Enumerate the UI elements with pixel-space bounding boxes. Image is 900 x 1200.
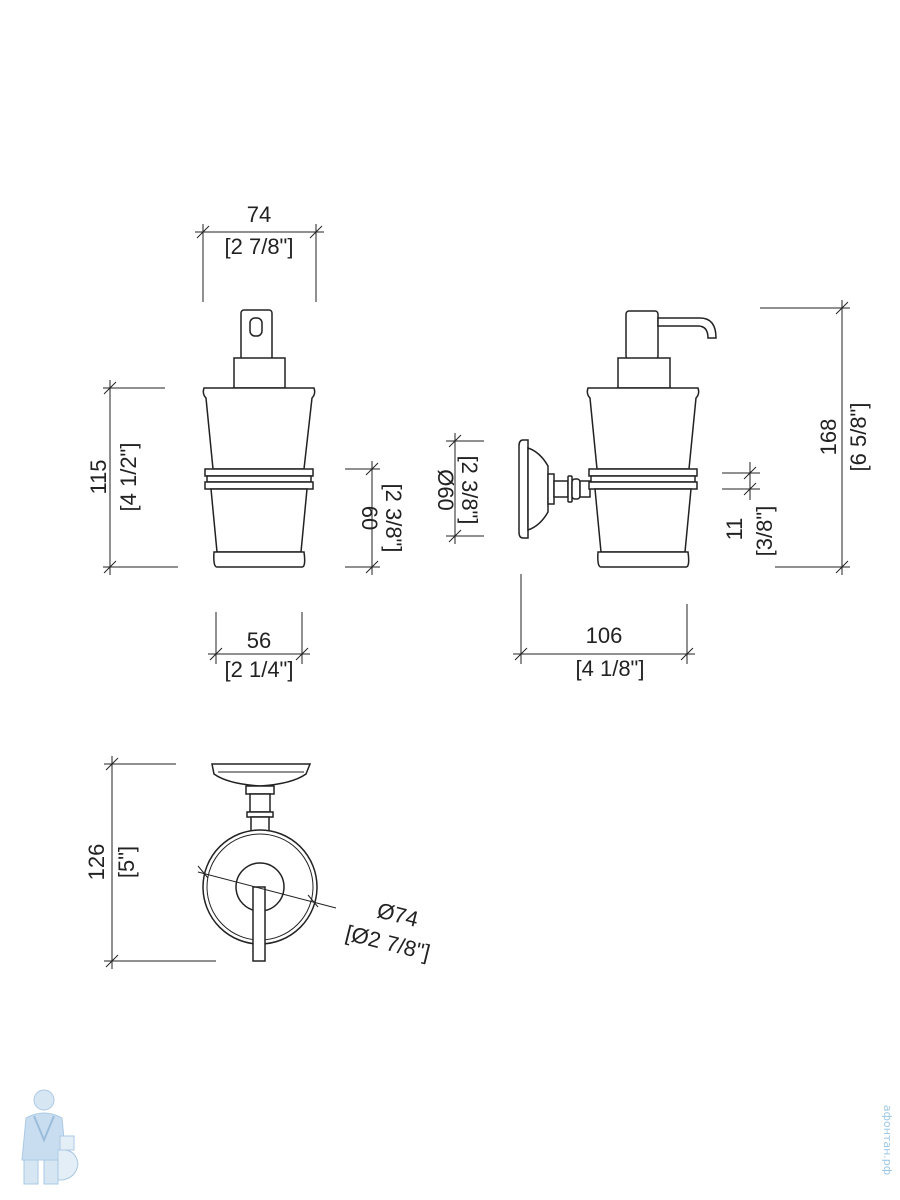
front-view xyxy=(202,309,316,568)
dim-56-inch-label: [2 1/4"] xyxy=(225,657,294,682)
dim-11-inch-label: [3/8"] xyxy=(752,506,777,557)
dim-front-height-body: 115 [4 1/2"] xyxy=(86,380,178,575)
dim-front-width-base: 56 [2 1/4"] xyxy=(208,612,310,682)
dim-diameter-60-inch-label: [2 3/8"] xyxy=(457,456,482,525)
dim-side-total-height: 168 [6 5/8"] xyxy=(760,300,871,575)
top-view xyxy=(202,763,318,962)
dim-11-label: 11 xyxy=(722,518,747,541)
dim-126-label: 126 xyxy=(84,844,109,881)
dim-side-projection: 106 [4 1/8"] xyxy=(513,574,695,681)
dim-115-label: 115 xyxy=(86,459,111,494)
dim-74-label: 74 xyxy=(247,202,271,227)
plumber-mascot-logo xyxy=(21,1089,79,1185)
dim-60-inch-label: [2 3/8"] xyxy=(381,484,406,553)
dim-diameter-60-label: Ø60 xyxy=(433,469,458,511)
dim-106-label: 106 xyxy=(586,623,623,648)
dim-diameter-74-label: Ø74 xyxy=(375,898,421,932)
dim-74-inch-label: [2 7/8"] xyxy=(225,234,294,259)
dim-60-label: 60 xyxy=(357,506,382,530)
dim-side-ring-height: 11 [3/8"] xyxy=(722,462,777,556)
dim-front-width-top: 74 [2 7/8"] xyxy=(195,202,324,302)
dim-top-depth: 126 [5"] xyxy=(84,756,216,969)
dim-126-inch-label: [5"] xyxy=(114,846,139,878)
dim-168-inch-label: [6 5/8"] xyxy=(846,403,871,472)
dim-side-ring-diameter: Ø60 [2 3/8"] xyxy=(433,433,484,544)
dim-106-inch-label: [4 1/8"] xyxy=(576,656,645,681)
dim-168-label: 168 xyxy=(816,419,841,456)
dim-115-inch-label: [4 1/2"] xyxy=(116,443,141,512)
side-view xyxy=(518,310,717,568)
dim-front-height-lower: 60 [2 3/8"] xyxy=(345,461,406,575)
dim-56-label: 56 xyxy=(247,628,271,653)
dim-diameter-74-inch-label: [Ø2 7/8"] xyxy=(343,920,433,965)
watermark-text: афонтан.рф xyxy=(881,1105,894,1175)
